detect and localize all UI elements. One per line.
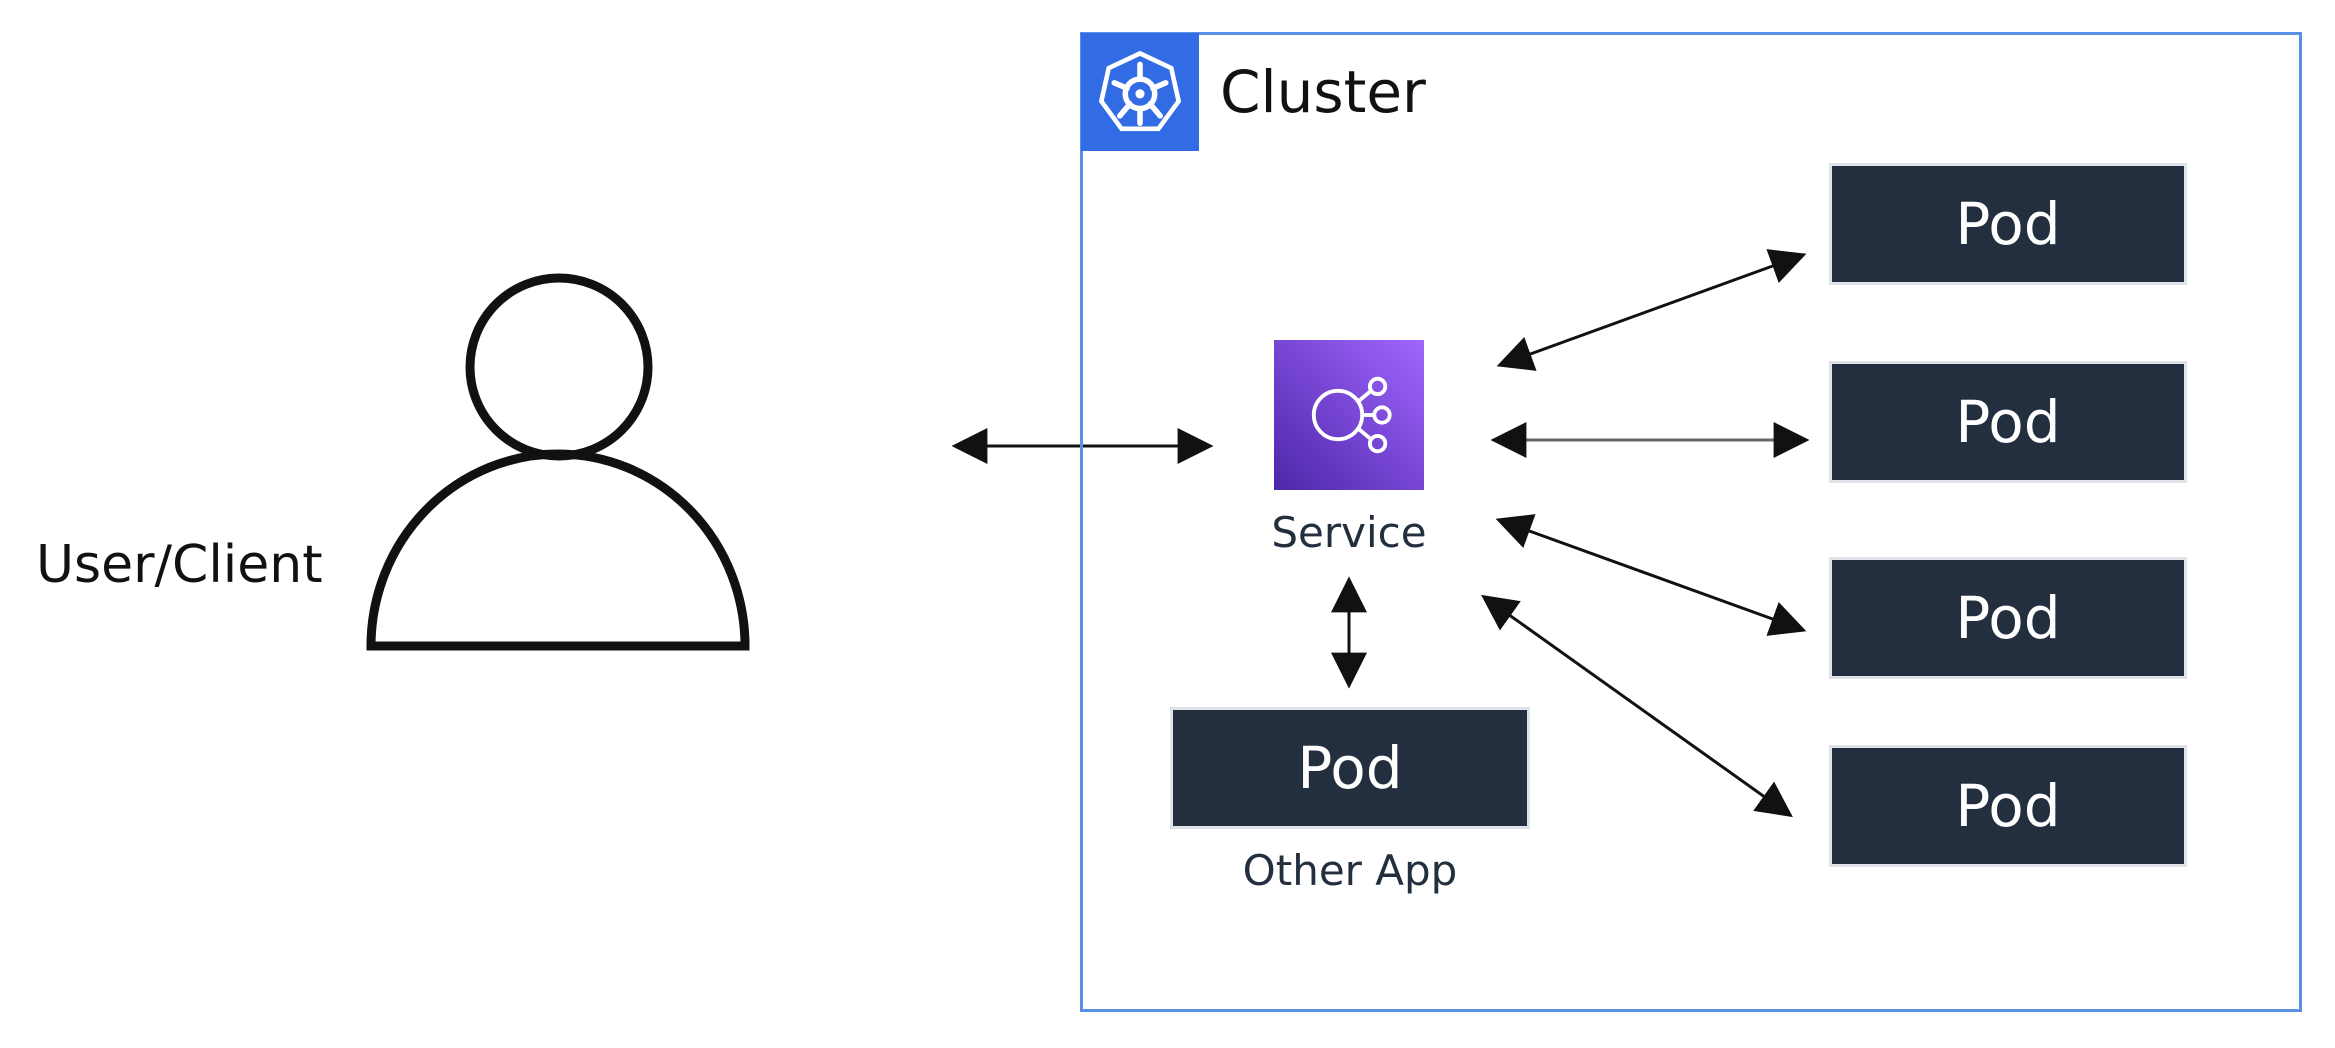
pod-2: Pod [1832,364,2184,480]
pod-1: Pod [1832,166,2184,282]
cluster-boundary [1080,32,2302,1012]
service-icon [1274,340,1424,490]
pod-3: Pod [1832,560,2184,676]
service-label: Service [1271,508,1427,557]
user-client-label: User/Client [36,535,323,595]
kubernetes-icon [1081,33,1199,151]
arrow-service-pod-1 [1496,249,1807,371]
other-app-pod: Pod [1173,710,1527,826]
other-app-label: Other App [1242,846,1458,895]
cluster-title: Cluster [1220,58,1426,126]
user-icon [366,273,750,651]
arrow-service-pod-4 [1481,594,1793,818]
pod-4: Pod [1832,748,2184,864]
